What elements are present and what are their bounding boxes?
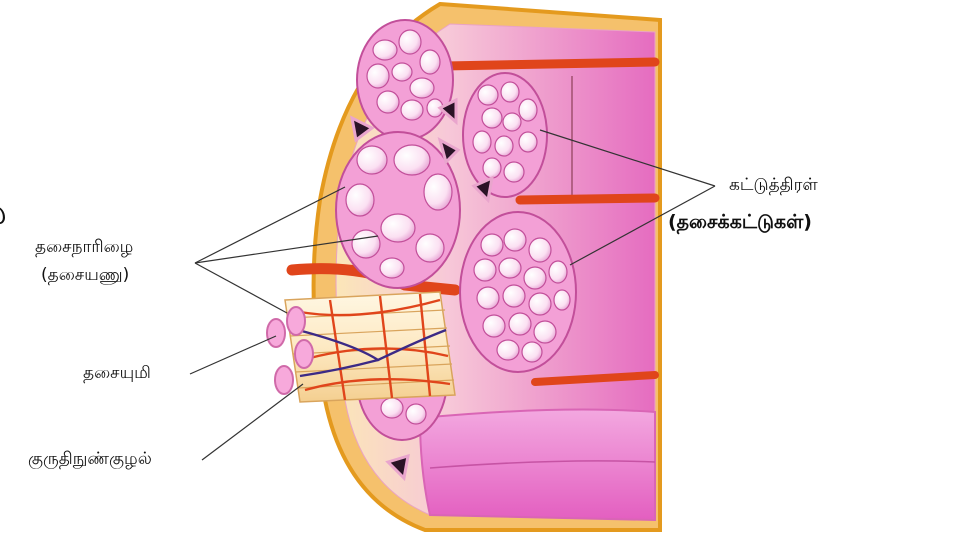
label-myofibril: தசையுமி <box>83 364 151 384</box>
label-muscle-fibre-alt: (தசையணு) <box>41 266 129 286</box>
label-fascicle: கட்டுத்திரள் <box>729 176 818 196</box>
lower-band <box>420 410 655 520</box>
label-fascicle-alt: (தசைக்கட்டுகள்) <box>668 212 812 234</box>
cropped-glyph: ம் <box>0 196 16 236</box>
label-capillary: குருதிநுண்குழல் <box>28 450 152 470</box>
myofibril-bundle <box>267 292 455 402</box>
label-muscle-fibre: தசைநாரிழை <box>35 238 133 258</box>
